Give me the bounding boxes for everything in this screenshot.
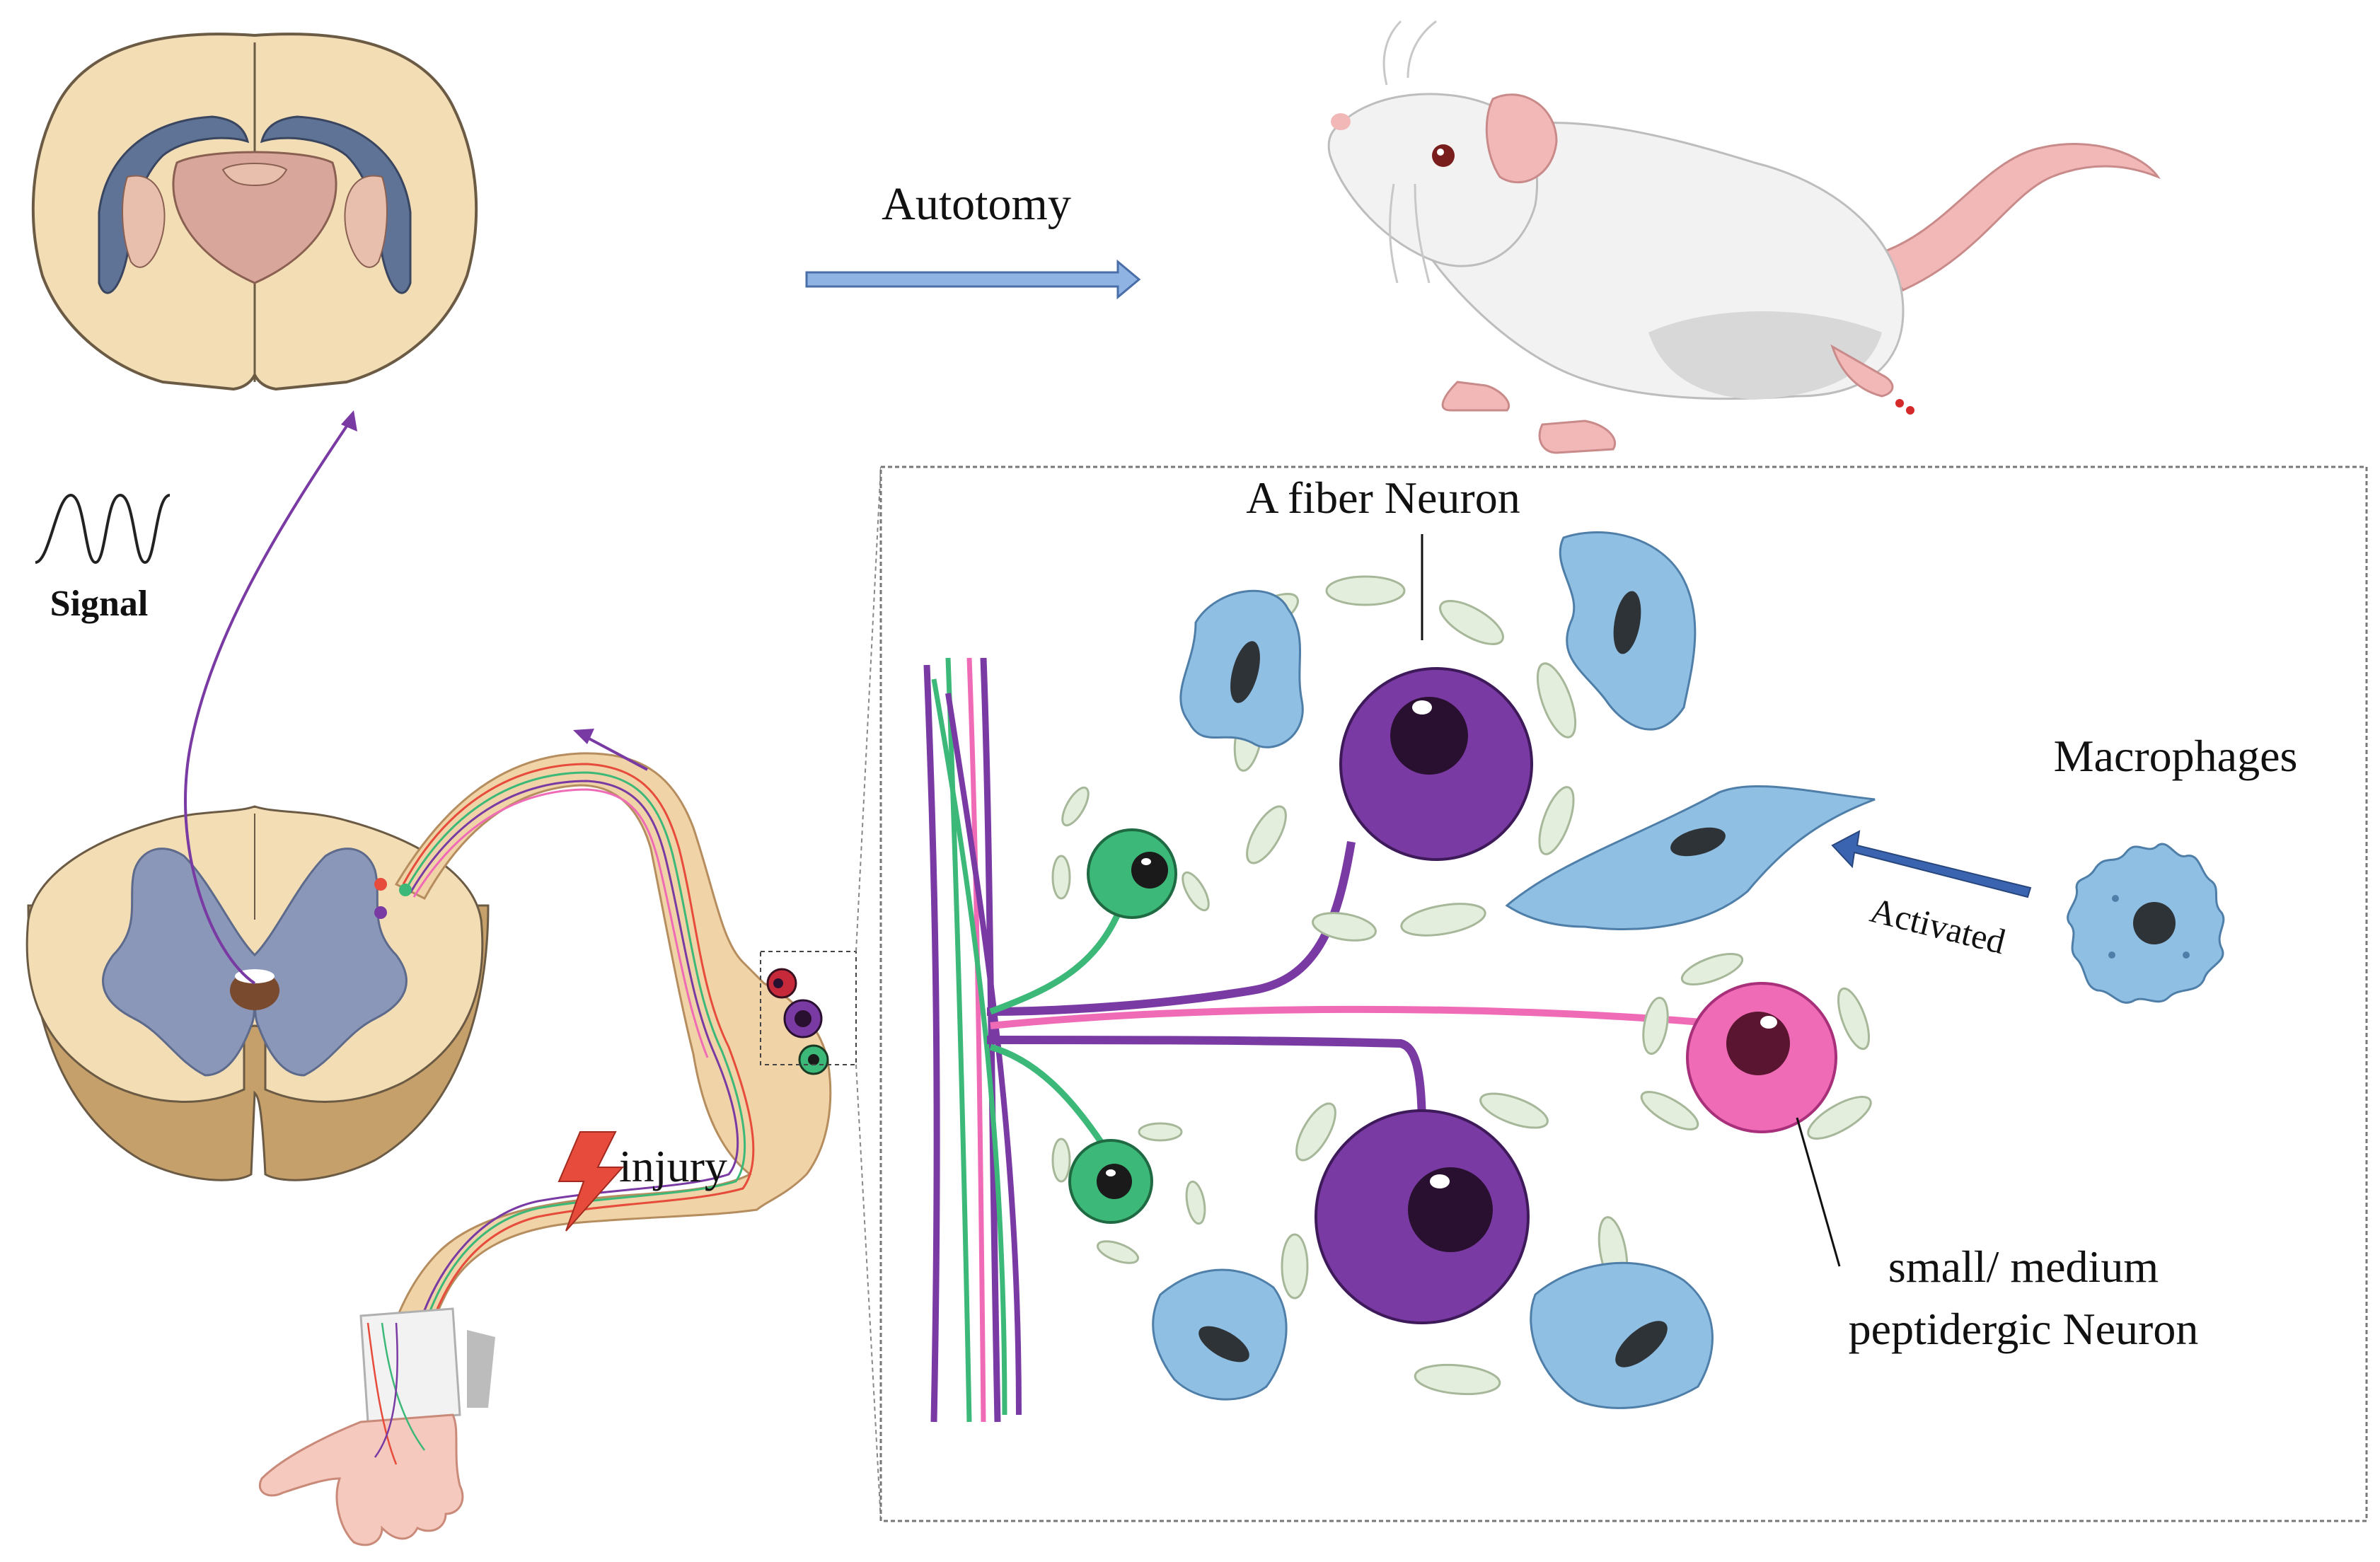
peptidergic-neuron <box>1686 982 1837 1133</box>
a-fiber-neuron-upper <box>1339 667 1533 861</box>
nerve-bundle <box>374 752 857 1387</box>
signal-label: Signal <box>50 584 149 624</box>
macrophage-icon <box>2067 843 2225 1004</box>
activation-arrow <box>1831 830 2032 898</box>
lightning-bolt-icon <box>558 1131 625 1232</box>
mouse-icon <box>1327 20 2161 454</box>
zoom-guide-lines <box>855 466 882 1522</box>
signal-wave-icon <box>35 493 171 565</box>
spinal-cord-section-icon <box>25 805 490 1181</box>
brain-section-icon <box>31 33 478 391</box>
a-fiber-neuron-lower <box>1315 1109 1530 1324</box>
signal-pathway-arrow <box>184 410 648 985</box>
hand-icon <box>258 1307 495 1546</box>
small-green-neuron-upper <box>1087 828 1177 919</box>
small-medium-label-line2: peptidergic Neuron <box>1849 1304 2199 1354</box>
a-fiber-neuron-label: A fiber Neuron <box>1246 473 1520 523</box>
injury-label: injury <box>619 1141 727 1191</box>
peptidergic-pointer <box>1796 1117 1841 1267</box>
small-medium-label-line1: small/ medium <box>1888 1242 2159 1292</box>
small-green-neuron-lower <box>1068 1139 1153 1224</box>
macrophage-nuclei <box>1198 591 1726 1367</box>
macrophages-label: Macrophages <box>2054 731 2298 781</box>
autotomy-label: Autotomy <box>882 178 1071 230</box>
autotomy-arrow <box>805 259 1141 300</box>
